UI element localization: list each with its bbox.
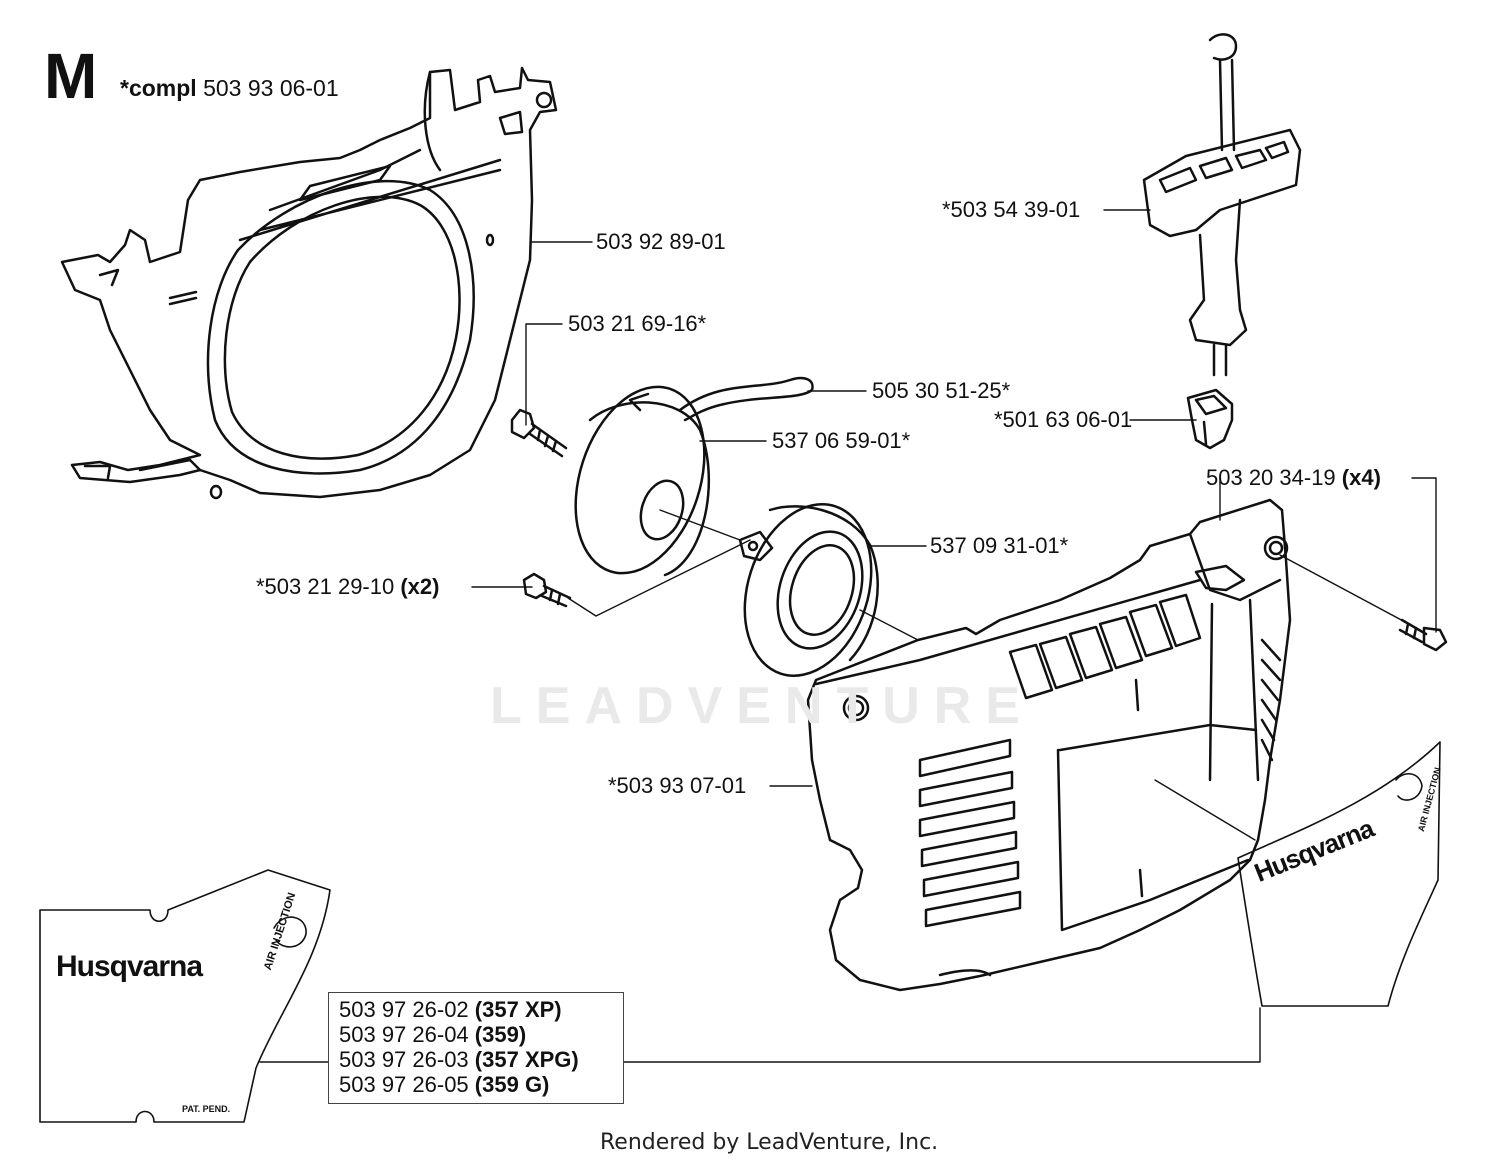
decal-model: (357 XP) xyxy=(474,997,562,1022)
starter-pulley xyxy=(574,376,814,577)
part-number: *501 63 06-01 xyxy=(994,407,1133,432)
part-qty: (x2) xyxy=(400,574,440,599)
part-number: 503 20 34-19 xyxy=(1206,465,1336,490)
decal-model: (357 XPG) xyxy=(474,1047,579,1072)
grommet xyxy=(1186,388,1234,450)
screw-right xyxy=(1398,618,1448,652)
decal-model: (359 G) xyxy=(474,1072,550,1097)
watermark: LEADVENTURE xyxy=(490,677,1035,735)
part-label-501-63-06-01[interactable]: *501 63 06-01 xyxy=(994,408,1132,432)
compl-number: 503 93 06-01 xyxy=(203,75,339,101)
part-label-503-92-89-01[interactable]: 503 92 89-01 xyxy=(596,230,726,254)
decal-left-brand: Husqvarna xyxy=(56,950,203,983)
part-label-503-21-29-10[interactable]: *503 21 29-10 (x2) xyxy=(256,575,439,599)
part-label-503-54-39-01[interactable]: *503 54 39-01 xyxy=(942,198,1080,222)
part-number: *503 54 39-01 xyxy=(942,197,1081,222)
part-label-503-93-07-01[interactable]: *503 93 07-01 xyxy=(608,774,746,798)
part-label-505-30-51-25[interactable]: 505 30 51-25* xyxy=(872,379,1010,403)
crankcase-cover xyxy=(60,66,558,500)
part-number: 537 06 59-01* xyxy=(772,428,911,453)
housing-vents-left xyxy=(918,738,1022,928)
starter-housing xyxy=(806,498,1292,992)
part-label-537-09-31-01[interactable]: 537 09 31-01* xyxy=(930,534,1068,558)
decal-number: 503 97 26-05 xyxy=(339,1072,469,1097)
housing-vents-top xyxy=(1008,593,1202,700)
part-label-537-06-59-01[interactable]: 537 06 59-01* xyxy=(772,429,910,453)
decal-number: 503 97 26-02 xyxy=(339,997,469,1022)
part-number: 503 21 69-16* xyxy=(568,311,707,336)
complete-assembly-label: *compl 503 93 06-01 xyxy=(120,76,339,100)
part-qty: (x4) xyxy=(1341,465,1381,490)
screw-small xyxy=(522,572,572,608)
footer-credit: Rendered by LeadVenture, Inc. xyxy=(600,1130,939,1155)
decal-left-patent: PAT. PEND. xyxy=(182,1104,231,1114)
leader-lines xyxy=(259,209,1437,1063)
decal-model: (359) xyxy=(474,1022,527,1047)
decal-number: 503 97 26-03 xyxy=(339,1047,469,1072)
part-number: 505 30 51-25* xyxy=(872,378,1011,403)
decal-part-list: 503 97 26-02 (357 XP) 503 97 26-04 (359)… xyxy=(328,992,624,1104)
decal-left xyxy=(39,869,331,1123)
part-label-503-20-34-19[interactable]: 503 20 34-19 (x4) xyxy=(1206,466,1381,490)
starter-handle xyxy=(1142,33,1302,377)
section-letter: M xyxy=(44,40,98,112)
compl-prefix: *compl xyxy=(120,75,197,101)
part-number: 503 92 89-01 xyxy=(596,229,726,254)
decal-right xyxy=(1237,741,1441,1007)
part-number: *503 93 07-01 xyxy=(608,773,747,798)
part-label-503-21-69-16[interactable]: 503 21 69-16* xyxy=(568,312,706,336)
screw-top xyxy=(510,408,568,458)
decal-row[interactable]: 503 97 26-05 (359 G) xyxy=(339,1072,613,1097)
decal-row[interactable]: 503 97 26-03 (357 XPG) xyxy=(339,1047,613,1072)
decal-row[interactable]: 503 97 26-04 (359) xyxy=(339,1022,613,1047)
decal-row[interactable]: 503 97 26-02 (357 XP) xyxy=(339,997,613,1022)
decal-number: 503 97 26-04 xyxy=(339,1022,469,1047)
recoil-spring xyxy=(738,503,879,677)
part-number: 537 09 31-01* xyxy=(930,533,1069,558)
part-number: *503 21 29-10 xyxy=(256,574,395,599)
